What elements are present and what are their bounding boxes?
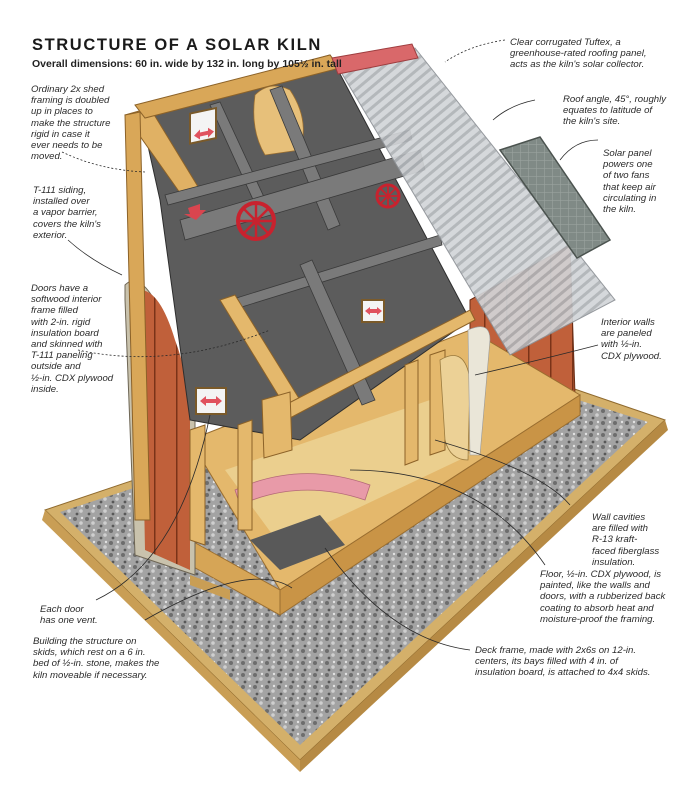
- annotation-roof-angle: Roof angle, 45°, roughly equates to lati…: [563, 94, 667, 128]
- vapor-barrier: [467, 326, 491, 456]
- annotation-wall-cavities: Wall cavities are filled with R-13 kraft…: [592, 512, 660, 568]
- baffle-arrow: [184, 204, 206, 220]
- interior-rafters: [164, 85, 443, 406]
- annotation-skids: Building the structure on skids, which r…: [33, 636, 160, 681]
- fan-right: [375, 183, 401, 209]
- dimensions-subtitle: Overall dimensions: 60 in. wide by 132 i…: [32, 58, 342, 70]
- deck-side-edge: [279, 394, 581, 616]
- annotation-solar-panel: Solar panel powers one of two fans that …: [603, 148, 657, 216]
- annotation-interior-walls: Interior walls are paneled with ½-in. CD…: [601, 317, 662, 362]
- left-door-siding: [140, 290, 190, 570]
- solar-panel: [498, 136, 612, 259]
- annotation-siding: T-111 siding, installed over a vapor bar…: [33, 185, 101, 241]
- annotation-deck: Deck frame, made with 2x6s on 12-in. cen…: [475, 645, 651, 679]
- left-vertical-stud: [124, 111, 151, 521]
- leader-lines: [61, 39, 599, 651]
- annotation-vent: Each door has one vent.: [40, 604, 98, 627]
- vent-middle: [361, 299, 385, 323]
- ridge-cap: [331, 43, 419, 75]
- fan-left: [236, 201, 276, 241]
- annotation-roofing: Clear corrugated Tuftex, a greenhouse-ra…: [510, 37, 647, 71]
- front-gable-framing: [189, 294, 476, 546]
- annotation-floor: Floor, ½-in. CDX plywood, is painted, li…: [540, 569, 666, 625]
- vent-upper-left: [189, 106, 217, 145]
- vent-door: [195, 387, 227, 415]
- skid: [190, 575, 230, 600]
- annotation-doors: Doors have a softwood interior frame fil…: [31, 283, 114, 395]
- floor-opening: [250, 515, 345, 570]
- page-title: STRUCTURE OF A SOLAR KILN: [32, 36, 322, 54]
- annotation-framing: Ordinary 2x shed framing is doubled up i…: [31, 84, 111, 163]
- pink-insulation-board: [234, 473, 371, 506]
- wall-cavity-insulation: [439, 355, 471, 461]
